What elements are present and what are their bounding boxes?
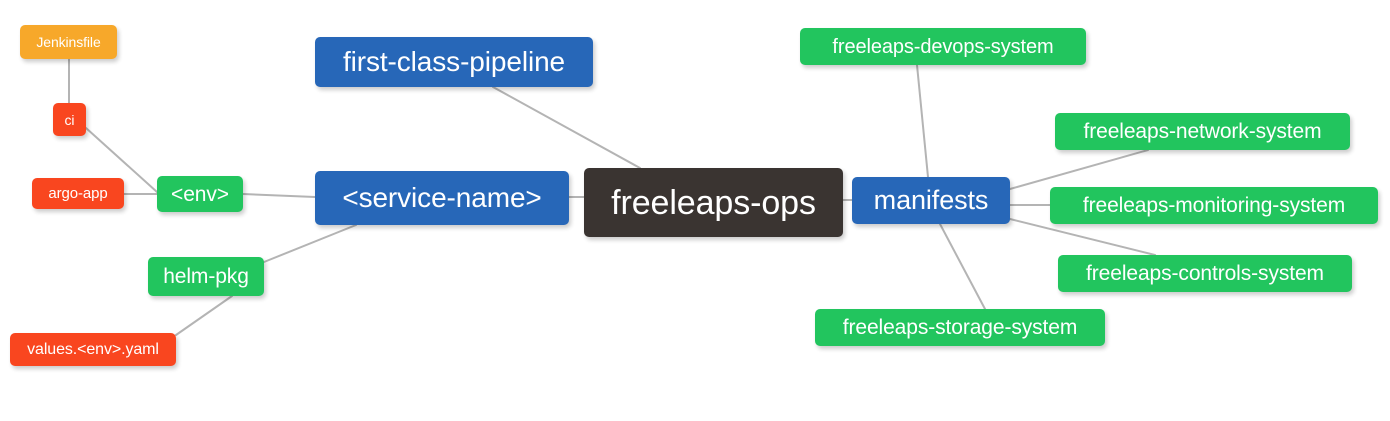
node-label-freeleaps-controls-system: freeleaps-controls-system xyxy=(1086,262,1324,285)
node-label-jenkinsfile: Jenkinsfile xyxy=(36,34,101,50)
node-label-values-yaml: values.<env>.yaml xyxy=(27,340,159,358)
edge-manifests-to-freeleaps-devops-system xyxy=(916,64,929,178)
node-first-class-pipeline[interactable]: first-class-pipeline xyxy=(315,37,593,87)
edge-helm-pkg-to-service-name xyxy=(263,224,357,263)
node-label-argo-app: argo-app xyxy=(48,185,108,202)
node-manifests[interactable]: manifests xyxy=(852,177,1010,224)
node-label-freeleaps-ops: freeleaps-ops xyxy=(611,183,816,222)
node-service-name[interactable]: <service-name> xyxy=(315,171,569,225)
node-label-freeleaps-network-system: freeleaps-network-system xyxy=(1083,120,1322,143)
node-label-freeleaps-monitoring-system: freeleaps-monitoring-system xyxy=(1082,194,1346,217)
node-label-manifests: manifests xyxy=(873,185,989,215)
node-label-freeleaps-devops-system: freeleaps-devops-system xyxy=(832,35,1054,58)
edge-manifests-to-freeleaps-network-system xyxy=(1009,149,1149,190)
node-freeleaps-ops[interactable]: freeleaps-ops xyxy=(584,168,843,237)
edge-values-yaml-to-helm-pkg xyxy=(175,295,233,336)
node-freeleaps-monitoring-system[interactable]: freeleaps-monitoring-system xyxy=(1050,187,1378,224)
node-label-freeleaps-storage-system: freeleaps-storage-system xyxy=(842,316,1078,339)
node-env[interactable]: <env> xyxy=(157,176,243,212)
edge-manifests-to-freeleaps-storage-system xyxy=(939,223,986,310)
edge-manifests-to-freeleaps-controls-system xyxy=(1009,218,1156,256)
node-helm-pkg[interactable]: helm-pkg xyxy=(148,257,264,296)
node-label-helm-pkg: helm-pkg xyxy=(163,265,249,288)
node-values-yaml[interactable]: values.<env>.yaml xyxy=(10,333,176,366)
node-freeleaps-network-system[interactable]: freeleaps-network-system xyxy=(1055,113,1350,150)
edge-env-to-service-name xyxy=(242,193,316,198)
node-label-env: <env> xyxy=(171,182,229,206)
node-freeleaps-controls-system[interactable]: freeleaps-controls-system xyxy=(1058,255,1352,292)
node-label-first-class-pipeline: first-class-pipeline xyxy=(342,46,566,77)
node-label-service-name: <service-name> xyxy=(342,182,542,213)
node-label-ci: ci xyxy=(64,111,75,128)
node-freeleaps-storage-system[interactable]: freeleaps-storage-system xyxy=(815,309,1105,346)
node-argo-app[interactable]: argo-app xyxy=(32,178,124,209)
node-freeleaps-devops-system[interactable]: freeleaps-devops-system xyxy=(800,28,1086,65)
node-ci[interactable]: ci xyxy=(53,103,86,136)
edge-first-class-pipeline-to-freeleaps-ops xyxy=(492,86,641,169)
node-jenkinsfile[interactable]: Jenkinsfile xyxy=(20,25,117,59)
